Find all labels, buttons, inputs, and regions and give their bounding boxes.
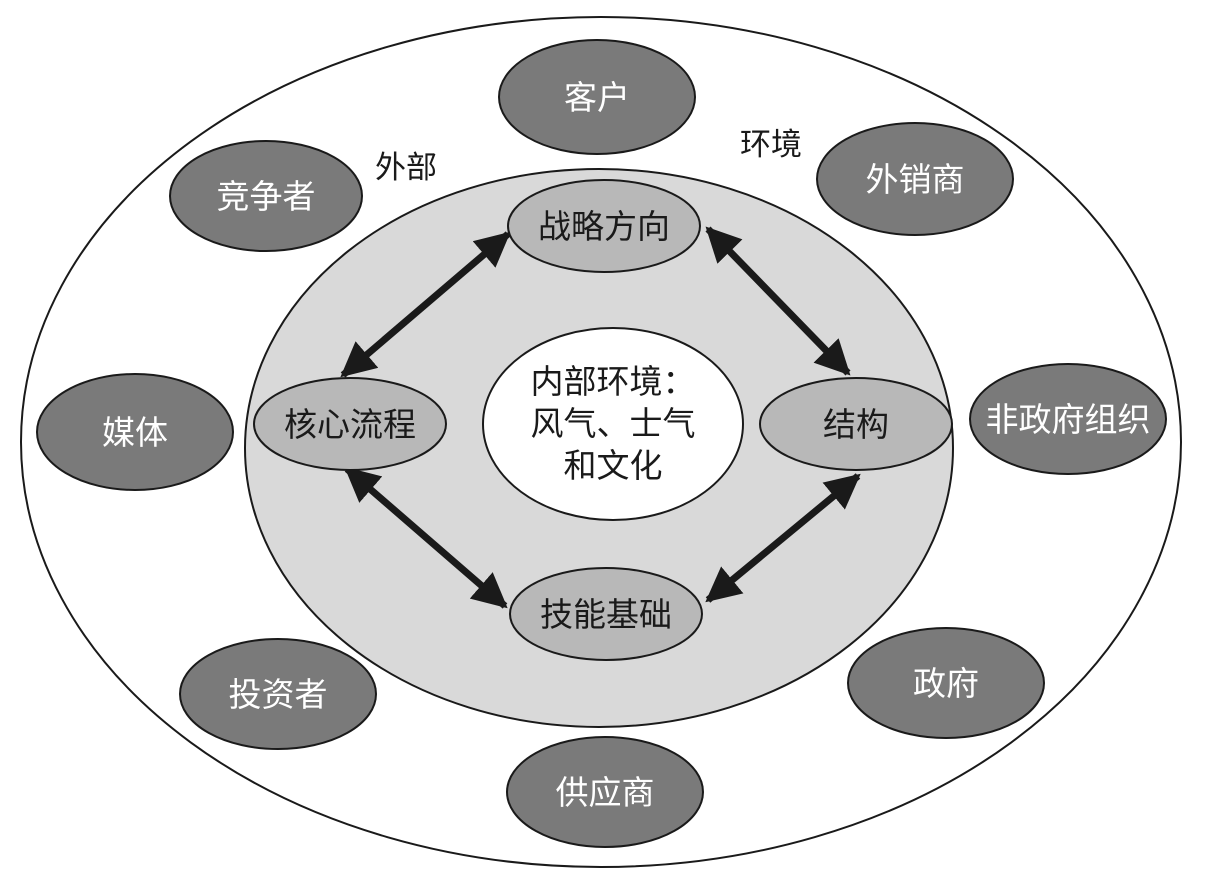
node-skills: 技能基础 <box>509 567 703 661</box>
external-label-right: 环境 <box>740 127 802 163</box>
stakeholder-competitor-label: 竞争者 <box>217 177 316 216</box>
stakeholder-investor: 投资者 <box>179 638 377 750</box>
node-skills-label: 技能基础 <box>540 595 672 634</box>
stakeholder-government-label: 政府 <box>913 664 979 703</box>
node-structure: 结构 <box>759 377 953 471</box>
arrow-skills-core-process <box>344 466 508 609</box>
stakeholder-distributor-label: 外销商 <box>866 160 965 199</box>
center-line-2: 风气、士气 <box>531 404 696 443</box>
stakeholder-supplier-label: 供应商 <box>556 773 655 812</box>
internal-links <box>340 226 861 609</box>
stakeholder-ngo: 非政府组织 <box>969 363 1167 475</box>
internal-environment-center: 内部环境： 风气、士气 和文化 <box>482 327 744 521</box>
external-label-left: 外部 <box>375 150 437 186</box>
stakeholder-distributor: 外销商 <box>816 122 1014 236</box>
center-line-3: 和文化 <box>564 446 663 485</box>
stakeholder-supplier: 供应商 <box>506 736 704 848</box>
arrow-core-process-strategy <box>340 231 511 378</box>
stakeholder-media-label: 媒体 <box>102 413 168 452</box>
stakeholder-media: 媒体 <box>36 373 234 491</box>
node-core-process-label: 核心流程 <box>284 405 416 444</box>
stakeholder-government: 政府 <box>847 627 1045 739</box>
stakeholder-investor-label: 投资者 <box>229 675 328 714</box>
node-core-process: 核心流程 <box>253 377 447 471</box>
arrow-structure-skills <box>705 473 861 603</box>
center-line-1: 内部环境： <box>531 362 696 401</box>
stakeholder-competitor: 竞争者 <box>169 140 363 252</box>
stakeholder-customer-label: 客户 <box>564 78 630 117</box>
stakeholder-ngo-label: 非政府组织 <box>986 400 1151 439</box>
stakeholder-customer: 客户 <box>498 39 696 155</box>
node-strategy: 战略方向 <box>507 179 701 273</box>
node-strategy-label: 战略方向 <box>538 207 670 246</box>
arrow-strategy-structure <box>705 226 851 376</box>
node-structure-label: 结构 <box>823 405 889 444</box>
